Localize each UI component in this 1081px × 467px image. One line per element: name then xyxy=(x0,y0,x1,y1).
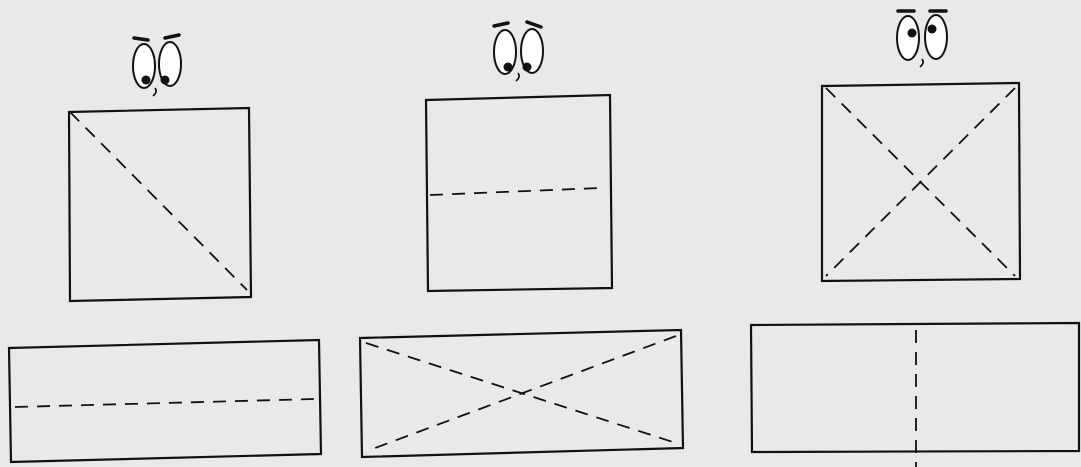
rectangle-outline xyxy=(751,323,1079,452)
rectangle-vertical-fold xyxy=(751,323,1079,467)
horizontal-fold-line xyxy=(430,188,600,195)
square-outline xyxy=(69,108,251,301)
horizontal-fold-line xyxy=(15,399,315,407)
googly-eyes-face-icon xyxy=(133,35,181,96)
rectangle-outline xyxy=(9,340,321,462)
diagonal-fold-line xyxy=(70,112,247,290)
square-horizontal-fold xyxy=(426,22,612,291)
square-diagonal-fold xyxy=(69,35,251,301)
rectangle-x-fold xyxy=(360,330,683,457)
square-outline xyxy=(426,95,612,291)
rectangle-horizontal-fold xyxy=(9,340,321,462)
square-x-fold xyxy=(822,11,1020,281)
googly-eyes-face-icon xyxy=(494,22,543,81)
googly-eyes-face-icon xyxy=(897,11,947,67)
diagonal-fold-line-2 xyxy=(367,336,676,451)
